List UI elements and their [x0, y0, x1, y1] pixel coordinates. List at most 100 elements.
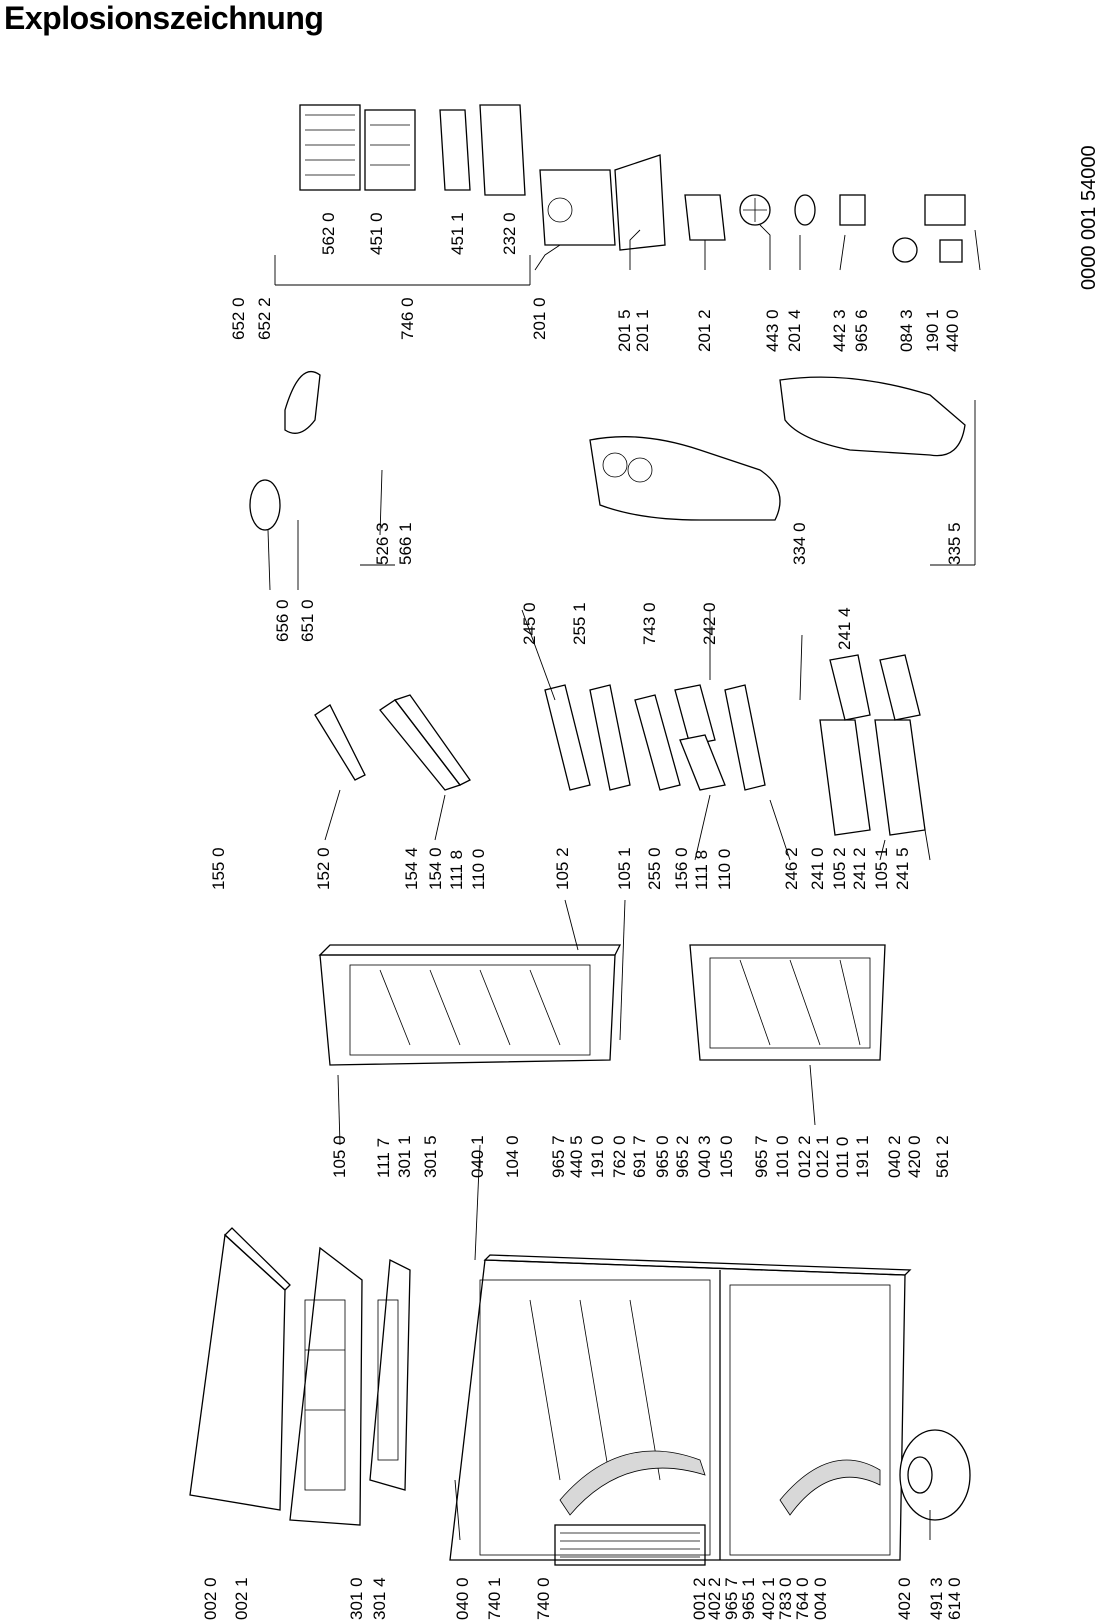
- part-number-label: 011 0: [833, 1137, 852, 1178]
- part-number-label: 442 3: [830, 309, 849, 352]
- part-number-label: 012 1: [813, 1135, 832, 1178]
- part-number-label: 110 0: [469, 849, 488, 890]
- part-number-label: 764 0: [793, 1577, 812, 1620]
- part-number-label: 155 0: [209, 847, 228, 890]
- door-balconies-drawing: [314, 694, 471, 791]
- freezer-drawers-drawing: [819, 654, 926, 836]
- part-number-label: 111 8: [692, 850, 711, 890]
- leader-lines: [267, 224, 981, 1541]
- part-number-label: 105 2: [830, 847, 849, 890]
- page-title: Explosionszeichnung: [4, 0, 324, 36]
- part-number-label: 402 1: [759, 1577, 778, 1620]
- part-number-label: 201 4: [785, 309, 804, 352]
- part-number-label: 526 3: [373, 522, 392, 565]
- glass-shelves-drawing: [544, 684, 766, 791]
- part-number-label: 040 0: [453, 1577, 472, 1620]
- compressor-drawing: [899, 1429, 971, 1521]
- part-number-label: 965 7: [549, 1135, 568, 1178]
- water-valve-drawing: [249, 370, 321, 531]
- part-number-label: 084 3: [897, 309, 916, 352]
- part-number-label: 402 2: [705, 1577, 724, 1620]
- part-number-label: 004 0: [811, 1577, 830, 1620]
- part-number-label: 154 4: [402, 847, 421, 890]
- part-number-label: 691 7: [630, 1135, 649, 1178]
- part-number-label: 040 3: [695, 1135, 714, 1178]
- part-number-label: 152 0: [314, 847, 333, 890]
- part-number-label: 190 1: [923, 309, 942, 352]
- part-number-label: 656 0: [273, 599, 292, 642]
- part-number-label: 040 1: [468, 1135, 487, 1178]
- part-number-label: 241 4: [835, 607, 854, 650]
- cover-frame-drawing: [289, 1246, 363, 1526]
- part-number-label: 652 2: [255, 297, 274, 340]
- part-number-label: 105 1: [872, 847, 891, 890]
- part-number-label: 440 0: [943, 309, 962, 352]
- part-number-label: 255 0: [645, 847, 664, 890]
- part-number-label: 652 0: [229, 297, 248, 340]
- part-number-label: 201 1: [633, 309, 652, 352]
- part-number-label: 105 0: [330, 1135, 349, 1178]
- cabinet-body-drawing: [449, 1254, 912, 1561]
- part-number-label: 651 0: [298, 599, 317, 642]
- part-number-label: 255 1: [570, 602, 589, 645]
- part-number-label: 440 5: [567, 1135, 586, 1178]
- part-number-label: 002 0: [201, 1577, 220, 1620]
- part-number-label: 743 0: [640, 602, 659, 645]
- part-number-label: 965 2: [673, 1135, 692, 1178]
- part-number-label: 002 1: [232, 1577, 251, 1620]
- part-number-label: 012 2: [795, 1135, 814, 1178]
- part-number-label: 154 0: [426, 847, 445, 890]
- part-number-label: 105 2: [553, 847, 572, 890]
- part-number-label: 965 0: [653, 1135, 672, 1178]
- part-number-label: 245 0: [520, 602, 539, 645]
- part-number-label: 762 0: [610, 1135, 629, 1178]
- part-number-label: 105 1: [615, 847, 634, 890]
- crisper-boxes-drawing: [674, 684, 726, 791]
- part-number-label: 402 0: [895, 1577, 914, 1620]
- part-number-label: 301 4: [370, 1577, 389, 1620]
- part-number-label: 232 0: [500, 212, 519, 255]
- part-number-label: 965 6: [852, 309, 871, 352]
- part-number-label: 746 0: [398, 297, 417, 340]
- part-number-label: 191 1: [853, 1135, 872, 1178]
- part-number-label: 241 0: [808, 847, 827, 890]
- part-number-label: 104 0: [503, 1135, 522, 1178]
- part-number-label: 451 1: [448, 212, 467, 255]
- part-number-label: 562 0: [319, 212, 338, 255]
- part-number-label: 965 1: [739, 1577, 758, 1620]
- part-number-label: 110 0: [715, 849, 734, 890]
- interior-panel-drawing: [589, 376, 966, 521]
- part-number-label: 561 2: [933, 1135, 952, 1178]
- part-number-label: 614 0: [945, 1577, 964, 1620]
- part-number-label: 335 5: [945, 522, 964, 565]
- evaporator-drawing: [299, 104, 526, 196]
- part-number-label: 420 0: [905, 1135, 924, 1178]
- part-number-label: 301 1: [395, 1135, 414, 1178]
- part-number-label: 334 0: [790, 522, 809, 565]
- part-number-label: 451 0: [367, 212, 386, 255]
- part-number-label: 242 0: [700, 602, 719, 645]
- part-number-label: 111 8: [447, 850, 466, 890]
- part-number-label: 241 5: [893, 847, 912, 890]
- document-code: 0000 001 54000: [1078, 145, 1100, 290]
- upper-door-drawing: [318, 944, 622, 1066]
- part-number-label: 001 2: [690, 1577, 709, 1620]
- part-number-label: 101 0: [773, 1135, 792, 1178]
- part-number-label: 040 2: [885, 1135, 904, 1178]
- part-number-label: 201 2: [695, 309, 714, 352]
- part-number-label: 740 1: [485, 1577, 504, 1620]
- top-cover-drawing: [189, 1227, 291, 1511]
- fan-parts-drawing: [739, 194, 966, 263]
- part-number-label: 156 0: [672, 847, 691, 890]
- part-number-label: 965 7: [722, 1577, 741, 1620]
- part-number-label: 566 1: [396, 522, 415, 565]
- part-number-label: 965 7: [752, 1135, 771, 1178]
- part-number-label: 105 0: [717, 1135, 736, 1178]
- part-number-label: 191 0: [588, 1135, 607, 1178]
- part-number-label: 111 7: [374, 1138, 393, 1178]
